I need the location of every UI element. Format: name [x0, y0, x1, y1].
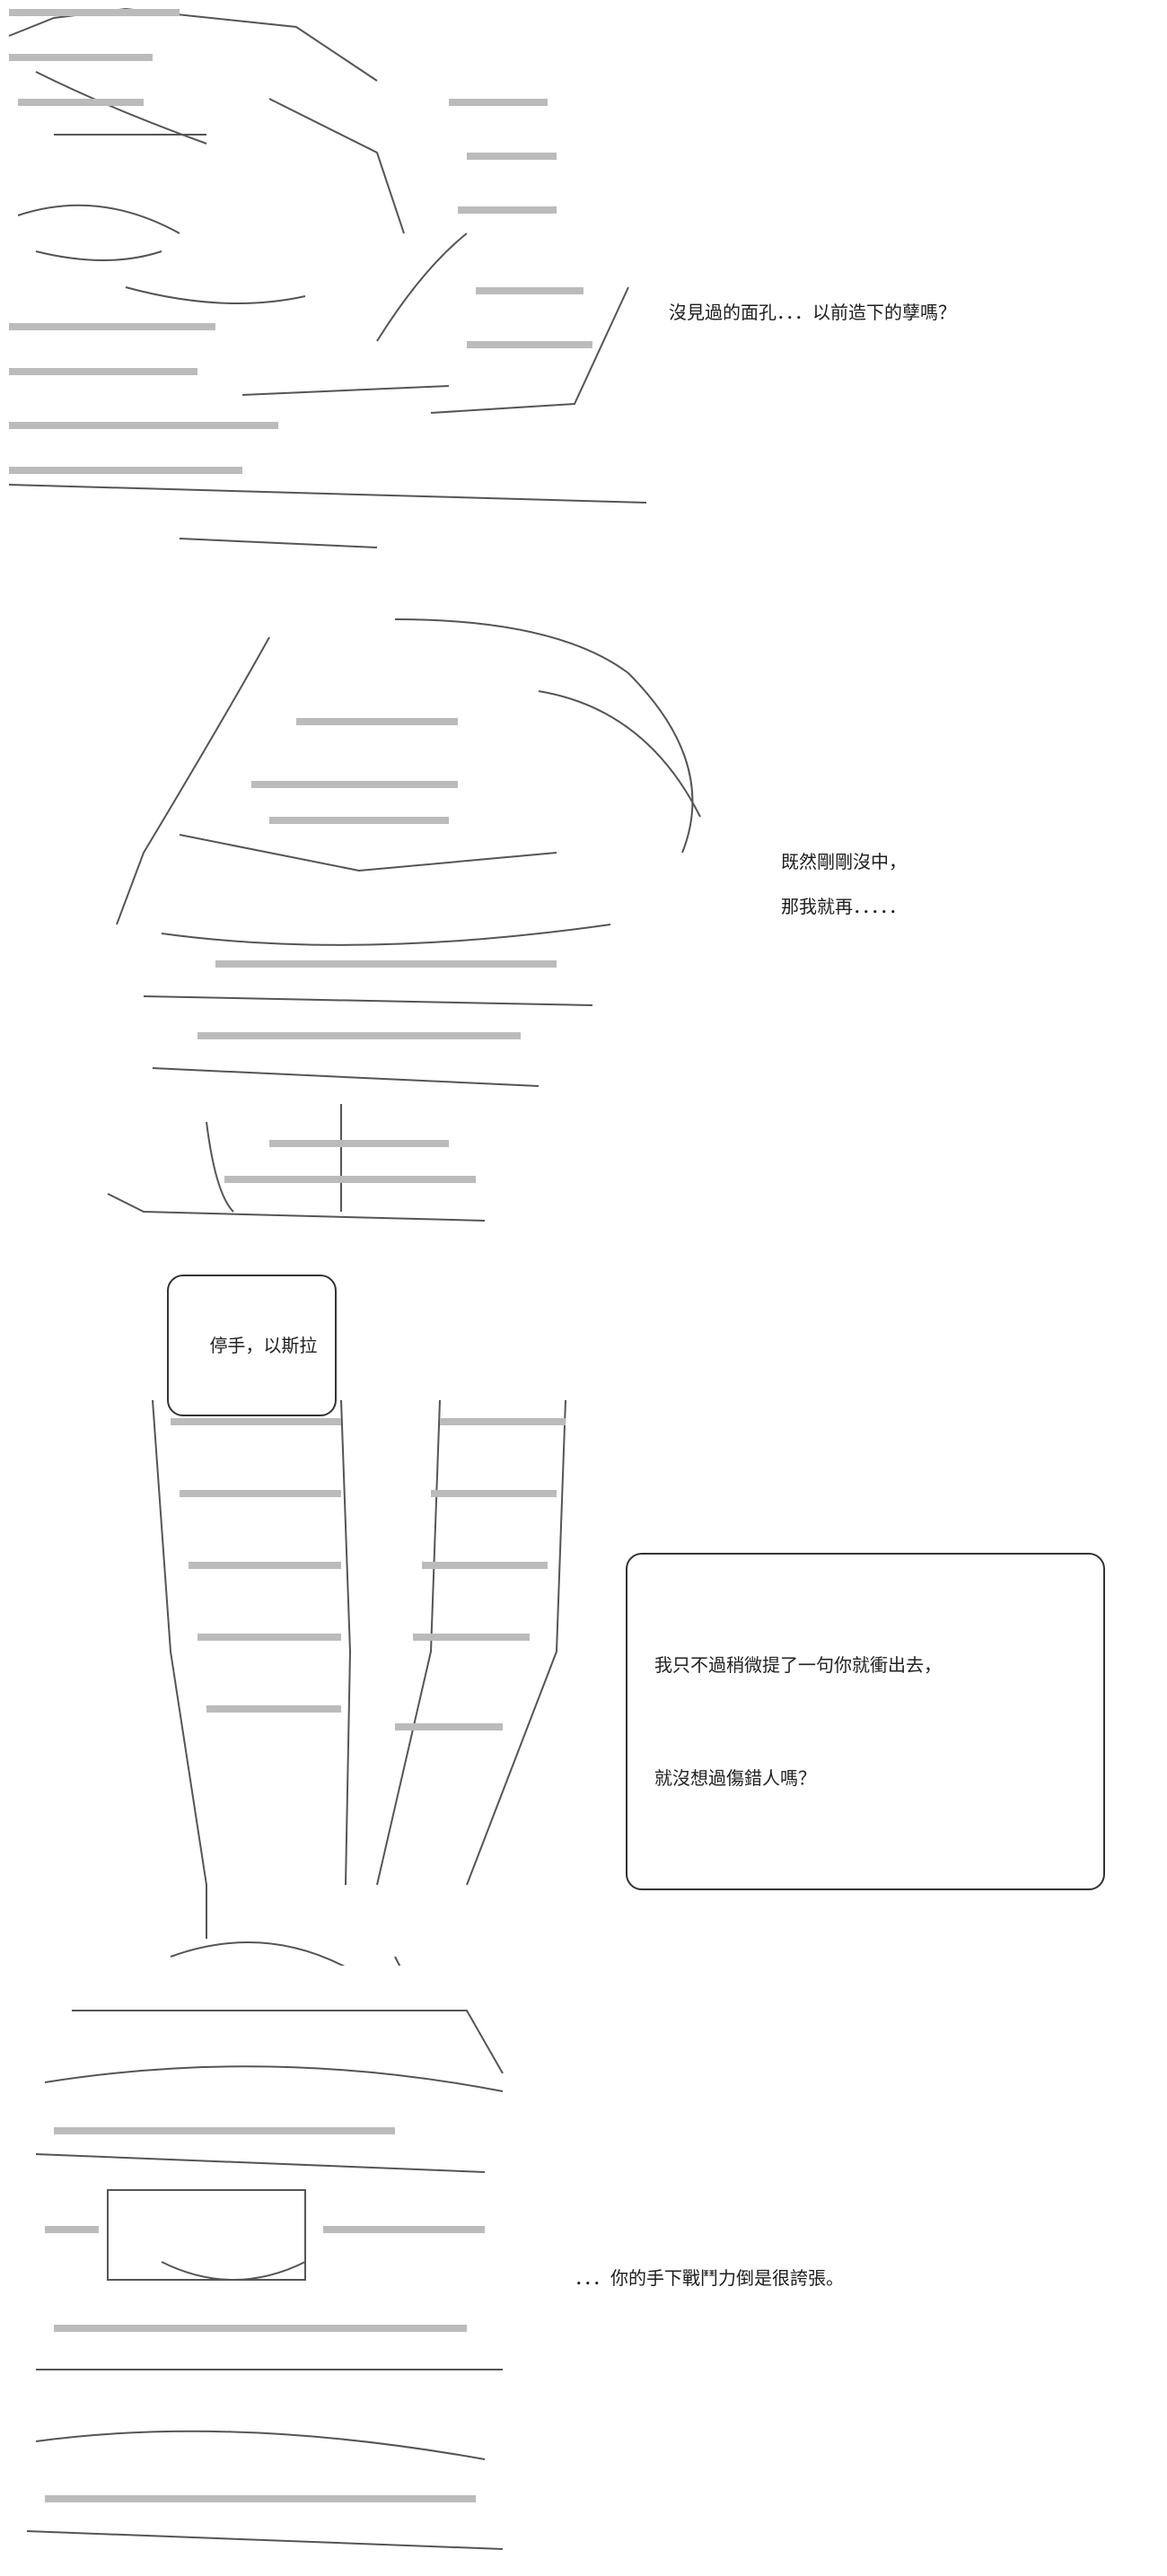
- panel-1: 沒見過的面孔．．．以前造下的孽嗎？: [0, 0, 1167, 574]
- dialogue-box: 我只不過稍微提了一句你就衝出去， 就沒想過傷錯人嗎？: [626, 1553, 1105, 1890]
- ascii-art-armored-figure: [26, 2010, 504, 2550]
- dialogue-line: 那我就再．．．．．: [781, 896, 907, 917]
- panel-3: 停手，以斯拉 我只不過稍微提了一句你就衝出去， 就沒想過傷錯人嗎？: [0, 1248, 1167, 1966]
- dialogue-line: 沒見過的面孔．．．以前造下的孽嗎？: [669, 302, 956, 323]
- speech-bubble-text: 停手，以斯拉: [209, 1335, 318, 1356]
- speech-bubble: 停手，以斯拉: [167, 1275, 338, 1416]
- dialogue-line: 就沒想過傷錯人嗎？: [654, 1767, 816, 1789]
- panel-2: 既然剛剛沒中， 那我就再．．．．．: [0, 583, 1167, 1230]
- panel-4: ．．．你的手下戰鬥力倒是很誇張。: [0, 1993, 1167, 2576]
- dialogue-line: 我只不過稍微提了一句你就衝出去，: [654, 1654, 942, 1676]
- ascii-art-hooded-figure: [107, 618, 701, 1222]
- ascii-art-legs: [152, 1399, 566, 1966]
- dialogue-line: ．．．你的手下戰鬥力倒是很誇張。: [575, 2267, 844, 2289]
- dialogue-line: 既然剛剛沒中，: [781, 851, 907, 872]
- ascii-art-face: [8, 7, 646, 548]
